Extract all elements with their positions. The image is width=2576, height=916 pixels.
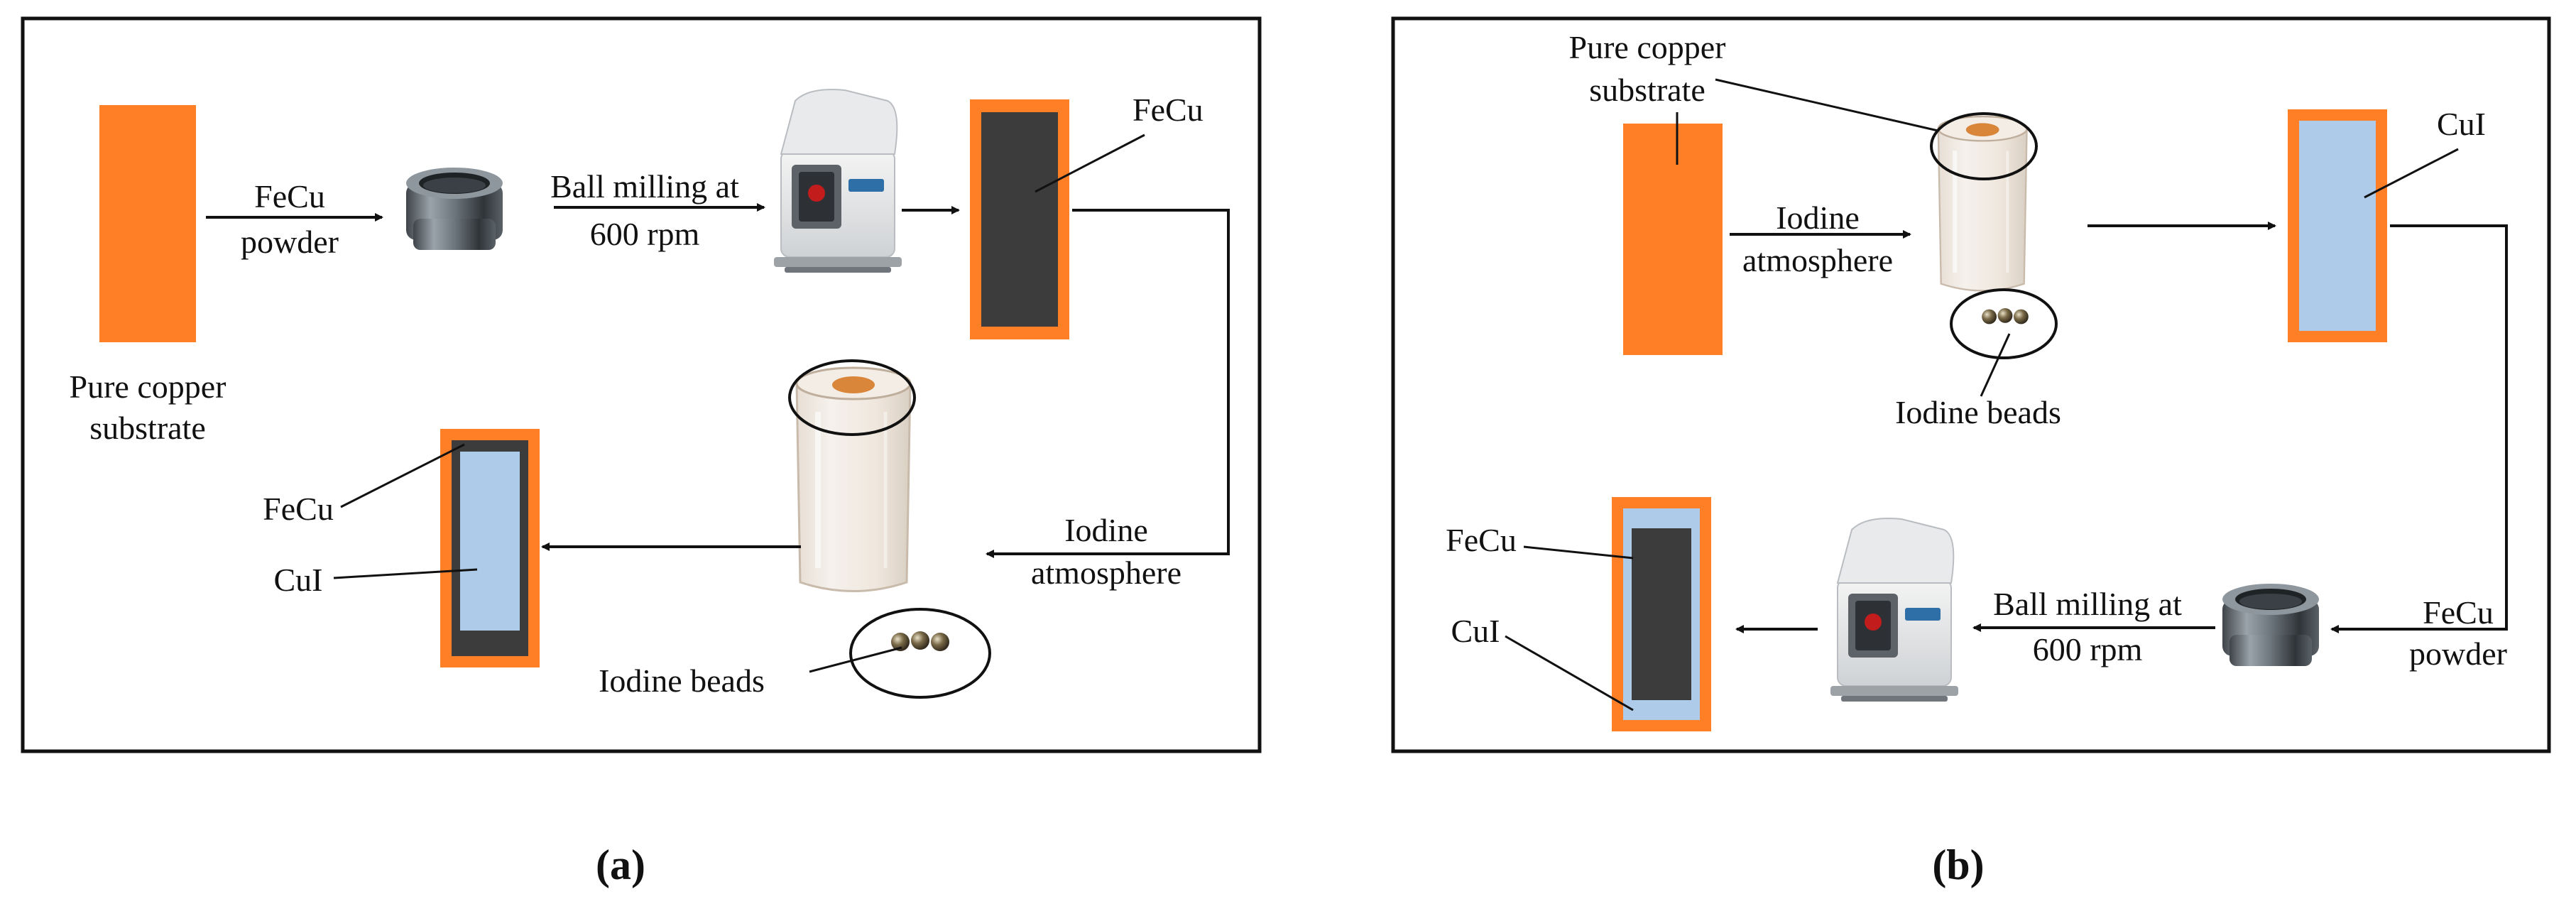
glass-beaker-icon: [1938, 116, 2027, 290]
b-final-cui-label: CuI: [1451, 613, 1500, 649]
a-final-fecu-label: FeCu: [263, 491, 334, 527]
b-step4-label-line2: 600 rpm: [2033, 631, 2143, 667]
b-cui-leader: [2364, 148, 2459, 199]
b-connector-line: [2330, 224, 2508, 633]
b-substrate-label-line1: Pure copper: [1569, 29, 1726, 65]
b-beads-label: Iodine beads: [1895, 394, 2061, 430]
glass-beaker-icon: [797, 368, 910, 591]
a-final-cui-leader: [333, 568, 478, 579]
b-step1-label-line2: atmosphere: [1742, 242, 1893, 278]
b-step3-label-line1: FeCu: [2423, 594, 2494, 631]
a-fecu-coating: [981, 112, 1058, 327]
a-step1-label-line2: powder: [241, 224, 339, 260]
a-final-cui-label: CuI: [274, 562, 323, 598]
b-step3-label-line2: powder: [2409, 636, 2507, 672]
b-beads-highlight: [1950, 288, 2058, 359]
a-step2-label-line1: Ball milling at: [550, 168, 739, 205]
a-beaker-top-highlight: [788, 359, 916, 436]
a-pure-copper-substrate: [99, 105, 196, 342]
b-final-fecu-leader: [1523, 545, 1634, 560]
planetary-ball-mill-icon: [773, 89, 902, 273]
a-substrate-label-line2: substrate: [89, 410, 206, 446]
b-final-fecu-label: FeCu: [1446, 522, 1517, 558]
panel-a-caption: (a): [596, 841, 645, 888]
b-step1-label-line1: Iodine: [1776, 200, 1860, 236]
b-cui-label: CuI: [2437, 106, 2486, 142]
panel-b-frame: [1391, 16, 2551, 753]
b-beaker-top-highlight: [1930, 112, 2038, 180]
steel-beads-icon: [1982, 308, 2029, 325]
b-final-cui-leader: [1505, 635, 1634, 711]
panel-a-frame: [21, 16, 1262, 753]
milling-jar-icon: [406, 168, 503, 250]
b-step4-label-line1: Ball milling at: [1993, 586, 2182, 622]
a-step1-label-line1: FeCu: [254, 178, 325, 214]
a-step3-label-line2: atmosphere: [1031, 555, 1181, 591]
a-substrate-label-line1: Pure copper: [70, 369, 227, 405]
a-step3-label-line1: Iodine: [1064, 512, 1148, 548]
b-pure-copper-substrate: [1623, 124, 1723, 355]
a-connector-line: [986, 209, 1230, 558]
b-cui-coating: [2299, 121, 2376, 331]
b-substrate-label-line2: substrate: [1589, 72, 1705, 108]
planetary-ball-mill-icon: [1830, 518, 1959, 702]
a-fecu-leader: [1035, 133, 1145, 193]
a-step2-label-line2: 600 rpm: [590, 216, 700, 252]
panel-b-caption: (b): [1932, 841, 1984, 888]
a-fecu-label: FeCu: [1133, 92, 1204, 128]
a-final-cui-layer: [460, 452, 520, 631]
b-final-fecu-layer: [1632, 528, 1691, 700]
b-beads-leader: [1980, 333, 2011, 397]
milling-jar-icon: [2222, 584, 2319, 666]
a-beads-highlight: [849, 608, 991, 699]
a-beads-leader: [809, 646, 902, 673]
a-final-fecu-leader: [340, 443, 465, 508]
a-beads-label: Iodine beads: [599, 663, 765, 699]
